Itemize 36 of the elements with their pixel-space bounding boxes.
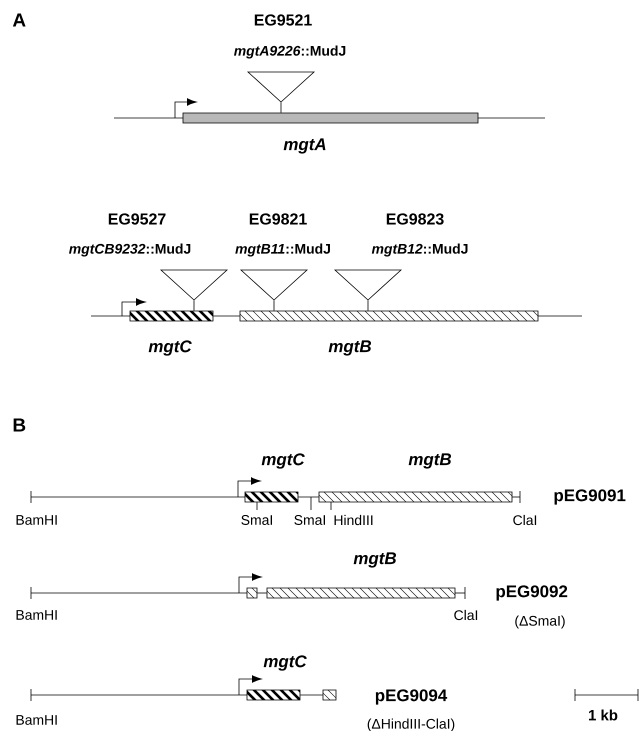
dna-line — [300, 694, 323, 696]
site-label: HindIII — [334, 514, 372, 526]
gene-label: mgtB — [354, 552, 396, 568]
site-label: BamHI — [16, 610, 57, 620]
strain-label: EG9527 — [108, 213, 166, 225]
gene-label: mgtC — [264, 655, 307, 671]
dna-line — [257, 592, 267, 594]
site-label: BamHI — [16, 715, 57, 725]
panel-letter: A — [12, 14, 26, 27]
site-label: SmaI — [241, 515, 272, 525]
strain-label: EG9821 — [250, 213, 307, 225]
allele-label: mgtA9226::MudJ — [234, 46, 346, 58]
dna-line — [298, 496, 319, 498]
site-label: (ΔSmaI) — [515, 616, 565, 628]
plasmid-name: pEG9094 — [376, 689, 448, 705]
site-label: ClaI — [454, 610, 478, 620]
strain-label: EG9823 — [386, 213, 444, 225]
allele-label: mgtCB9232::MudJ — [69, 244, 190, 256]
scale-label: 1 kb — [588, 710, 618, 720]
plasmid-name: pEG9091 — [554, 489, 626, 505]
gene-bar — [246, 588, 258, 598]
site-label: ClaI — [513, 514, 536, 526]
gene-label: mgtB — [408, 453, 451, 469]
gene-label: mgtA — [284, 138, 326, 154]
insertion-stem — [280, 102, 282, 113]
plasmid-name: pEG9092 — [496, 585, 568, 601]
gene-bar — [322, 690, 336, 700]
panel-letter: B — [14, 418, 26, 432]
gene-label: mgtC — [262, 453, 305, 469]
gene-label: mgtB — [328, 340, 372, 356]
gene-label: mgtC — [148, 340, 192, 356]
allele-label: mgtB12::MudJ — [372, 244, 468, 256]
allele-label: mgtB11::MudJ — [235, 244, 330, 256]
site-label: BamHI — [16, 515, 57, 525]
site-label: SmaI — [294, 515, 325, 525]
strain-label: EG9521 — [254, 14, 312, 26]
